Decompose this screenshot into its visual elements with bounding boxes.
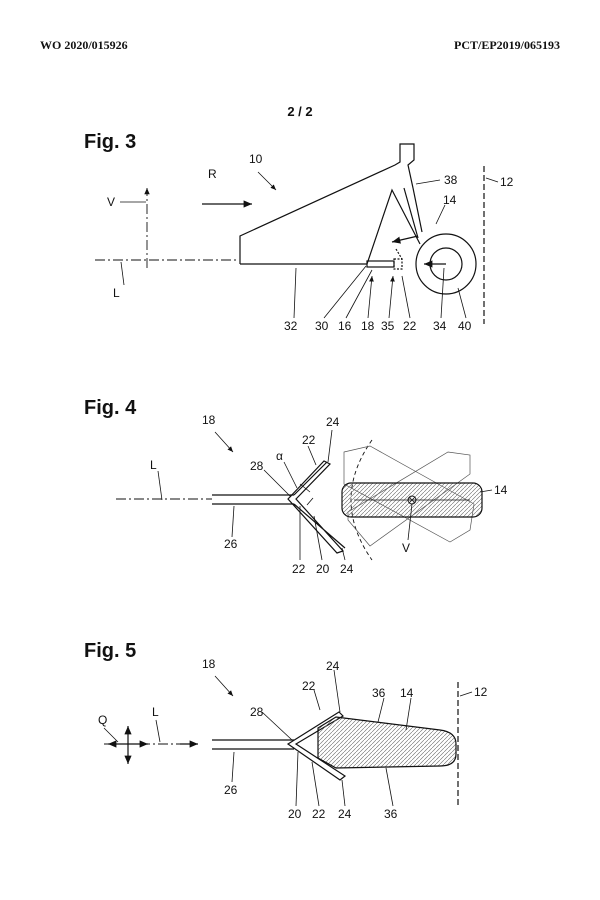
fig5-ref-n36a: 36 bbox=[372, 686, 386, 700]
fig3-ref-n30: 30 bbox=[315, 319, 329, 333]
fig3-ref-n38: 38 bbox=[444, 173, 458, 187]
fig4-ref-n22b: 22 bbox=[292, 562, 306, 576]
fig3-ref-V: V bbox=[107, 195, 115, 209]
fig4-ref-n28: 28 bbox=[250, 459, 264, 473]
fig3-ref-n18: 18 bbox=[361, 319, 375, 333]
fig4-ref-n24b: 24 bbox=[340, 562, 354, 576]
fig4-ref-V: V bbox=[402, 541, 410, 555]
fig5-ref-n24a: 24 bbox=[326, 659, 340, 673]
fig5-ref-n36b: 36 bbox=[384, 807, 398, 821]
fig3-ref-R: R bbox=[208, 167, 217, 181]
fig5-ref-n20: 20 bbox=[288, 807, 302, 821]
fig4-ref-n20: 20 bbox=[316, 562, 330, 576]
fig3-ref-n34: 34 bbox=[433, 319, 447, 333]
fig4-v-deflector bbox=[288, 461, 345, 553]
fig5-ref-n18: 18 bbox=[202, 657, 216, 671]
fig5-ref-n26: 26 bbox=[224, 783, 238, 797]
fig5-ref-n28: 28 bbox=[250, 705, 264, 719]
fig5-ref-n24b: 24 bbox=[338, 807, 352, 821]
fig4-ref-n14: 14 bbox=[494, 483, 508, 497]
fig5-ref-L: L bbox=[152, 705, 159, 719]
fig3-bar-18 bbox=[367, 261, 394, 267]
fig3-ref-n22: 22 bbox=[403, 319, 417, 333]
fig4-ref-n24a: 24 bbox=[326, 415, 340, 429]
fig4-ref-n26: 26 bbox=[224, 537, 238, 551]
fig4-ref-alpha: α bbox=[276, 449, 283, 463]
fig3-ref-n35: 35 bbox=[381, 319, 395, 333]
fig3-ref-n16: 16 bbox=[338, 319, 352, 333]
fig4-ref-n18: 18 bbox=[202, 413, 216, 427]
fig3-ref-n12: 12 bbox=[500, 175, 514, 189]
fig3-ref-labels: V L R 10 38 12 14 32 30 16 18 35 22 34 4… bbox=[107, 152, 514, 333]
fig5-ref-n12: 12 bbox=[474, 685, 488, 699]
fig3-drawing bbox=[95, 144, 498, 324]
fig3-ref-n32: 32 bbox=[284, 319, 298, 333]
fig3-ref-n10: 10 bbox=[249, 152, 263, 166]
fig4-drawing bbox=[116, 430, 492, 560]
fig5-ref-Q: Q bbox=[98, 713, 107, 727]
fig5-ref-n22b: 22 bbox=[312, 807, 326, 821]
fig3-triangle bbox=[367, 190, 420, 264]
fig4-ref-n22a: 22 bbox=[302, 433, 316, 447]
fig5-drawing bbox=[104, 670, 472, 806]
fig3-block-35 bbox=[394, 259, 402, 269]
fig3-ref-L: L bbox=[113, 286, 120, 300]
fig5-wheel bbox=[318, 717, 456, 768]
fig3-ref-n14: 14 bbox=[443, 193, 457, 207]
fig3-ref-n40: 40 bbox=[458, 319, 472, 333]
fig5-ref-n14: 14 bbox=[400, 686, 414, 700]
fig4-ref-L: L bbox=[150, 458, 157, 472]
fig5-ref-n22a: 22 bbox=[302, 679, 316, 693]
